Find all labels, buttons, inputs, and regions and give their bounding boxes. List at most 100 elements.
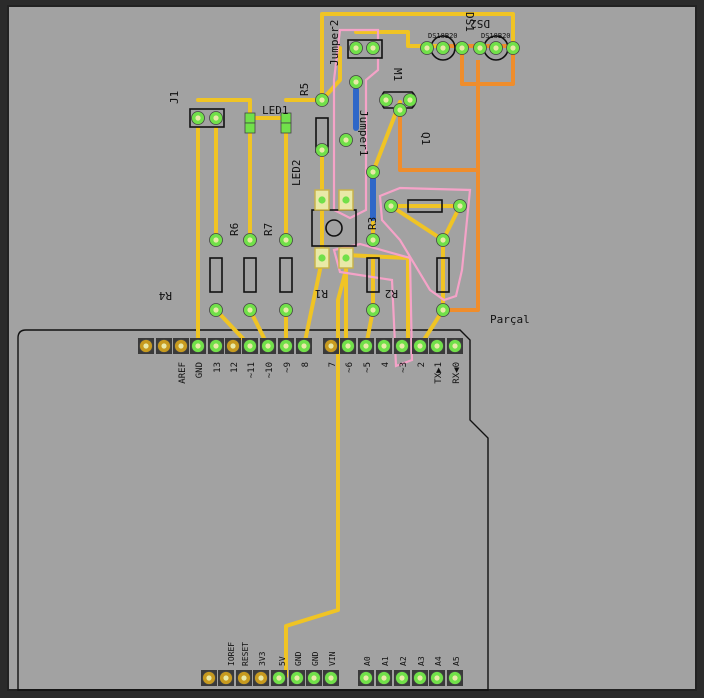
pad-q1-3[interactable] xyxy=(403,93,417,107)
pad-r4-top[interactable] xyxy=(279,233,293,247)
header-top-label: RX◀0 xyxy=(452,362,462,384)
header-bottom-pin[interactable] xyxy=(306,670,322,686)
pad-r2-top[interactable] xyxy=(366,233,380,247)
header-top-pin[interactable] xyxy=(340,338,356,354)
pad-r5-top[interactable] xyxy=(315,93,329,107)
pad-ds2-2[interactable] xyxy=(455,41,469,55)
r3-loop xyxy=(436,257,450,293)
pad-ds1-3[interactable] xyxy=(473,41,487,55)
header-top-label: AREF xyxy=(178,362,188,384)
header-bottom-pin[interactable] xyxy=(323,670,339,686)
header-bottom-pin[interactable] xyxy=(376,670,392,686)
header-top-pin[interactable] xyxy=(208,338,224,354)
pad-r5-bottom[interactable] xyxy=(315,143,329,157)
header-bottom-analog-label: A1 xyxy=(381,656,390,666)
pad-ds2-1[interactable] xyxy=(436,41,450,55)
header-top-label: 7 xyxy=(328,362,338,367)
header-top-pin[interactable] xyxy=(447,338,463,354)
header-bottom-pin[interactable] xyxy=(447,670,463,686)
pad-led1-a[interactable] xyxy=(244,112,256,124)
pads-layer xyxy=(191,41,520,317)
header-bottom-pin[interactable] xyxy=(429,670,445,686)
pad-q1-link[interactable] xyxy=(366,165,380,179)
pad-j1-2[interactable] xyxy=(209,111,223,125)
header-top-pin[interactable] xyxy=(323,338,339,354)
header-bottom-pin[interactable] xyxy=(201,670,217,686)
header-top-label: 4 xyxy=(381,362,391,367)
pad-r3-mid[interactable] xyxy=(436,233,450,247)
r2-body xyxy=(366,257,380,293)
pad-r3-bottom[interactable] xyxy=(436,303,450,317)
header-top-pin[interactable] xyxy=(138,338,154,354)
label-ds1: DS1 xyxy=(463,12,476,32)
pad-r6-top[interactable] xyxy=(209,233,223,247)
pad-r2-bottom[interactable] xyxy=(366,303,380,317)
pad-ic-1[interactable] xyxy=(314,189,330,211)
pad-j1-1[interactable] xyxy=(191,111,205,125)
header-bottom-power-label: GND xyxy=(311,651,320,666)
pad-r3-left[interactable] xyxy=(384,199,398,213)
header-bottom-pin[interactable] xyxy=(218,670,234,686)
header-top-pin[interactable] xyxy=(278,338,294,354)
label-r5: R5 xyxy=(298,83,311,96)
pad-ic-3[interactable] xyxy=(314,247,330,269)
pad-ic-2[interactable] xyxy=(338,189,354,211)
header-bottom-pin[interactable] xyxy=(236,670,252,686)
header-top-pin[interactable] xyxy=(242,338,258,354)
pad-r3-right[interactable] xyxy=(453,199,467,213)
header-top-label: ~11 xyxy=(247,362,257,378)
label-ds2-value: DS18B20 xyxy=(428,32,458,40)
label-r4: R4 xyxy=(158,289,172,302)
label-part-name: Parçal xyxy=(490,313,530,326)
header-bottom-pin[interactable] xyxy=(271,670,287,686)
pad-jumper1-top[interactable] xyxy=(349,75,363,89)
header-top-pin[interactable] xyxy=(296,338,312,354)
header-bottom-power-label: 3V3 xyxy=(258,651,267,666)
pad-ds2-3[interactable] xyxy=(420,41,434,55)
header-bottom-pin[interactable] xyxy=(253,670,269,686)
label-ds1-value: DS18B20 xyxy=(481,32,511,40)
header-top-pin[interactable] xyxy=(394,338,410,354)
header-top-pin[interactable] xyxy=(190,338,206,354)
header-bottom-power-label: 5V xyxy=(278,656,287,666)
pad-ds1-1[interactable] xyxy=(489,41,503,55)
header-top-pin[interactable] xyxy=(412,338,428,354)
header-top-pin[interactable] xyxy=(156,338,172,354)
pad-ic-4[interactable] xyxy=(338,247,354,269)
pad-r6-bottom[interactable] xyxy=(209,303,223,317)
header-top-label: 12 xyxy=(230,362,240,373)
header-top-pin[interactable] xyxy=(358,338,374,354)
pad-led1-b[interactable] xyxy=(244,122,256,134)
pad-led2-b[interactable] xyxy=(280,122,292,134)
trace-r5-top xyxy=(284,12,515,102)
header-top-pin[interactable] xyxy=(429,338,445,354)
header-bottom-pin[interactable] xyxy=(289,670,305,686)
header-bottom-power-label: IOREF xyxy=(227,642,236,666)
label-r3: R3 xyxy=(366,217,379,230)
pad-jumper1-bottom[interactable] xyxy=(339,133,353,147)
pad-q1-2[interactable] xyxy=(393,103,407,117)
header-bottom-analog-label: A0 xyxy=(363,656,372,666)
header-bottom-pin[interactable] xyxy=(394,670,410,686)
label-j1: J1 xyxy=(168,91,181,104)
header-top-pin[interactable] xyxy=(376,338,392,354)
header-top-pin[interactable] xyxy=(173,338,189,354)
header-top-pin[interactable] xyxy=(225,338,241,354)
highlight-r3-region xyxy=(378,186,472,302)
pad-r7-top[interactable] xyxy=(243,233,257,247)
pad-jumper2-2[interactable] xyxy=(366,41,380,55)
pad-q1-1[interactable] xyxy=(379,93,393,107)
pad-r4-bottom[interactable] xyxy=(279,303,293,317)
pad-jumper2-1[interactable] xyxy=(349,41,363,55)
header-bottom-pin[interactable] xyxy=(358,670,374,686)
pad-ds1-2[interactable] xyxy=(506,41,520,55)
header-bottom-pin[interactable] xyxy=(412,670,428,686)
header-bottom-analog-label: A2 xyxy=(399,656,408,666)
pad-r7-bottom[interactable] xyxy=(243,303,257,317)
r6-body xyxy=(209,257,223,293)
label-r7: R7 xyxy=(262,223,275,236)
header-top-pin[interactable] xyxy=(260,338,276,354)
label-jumper2: Jumper2 xyxy=(328,20,341,66)
